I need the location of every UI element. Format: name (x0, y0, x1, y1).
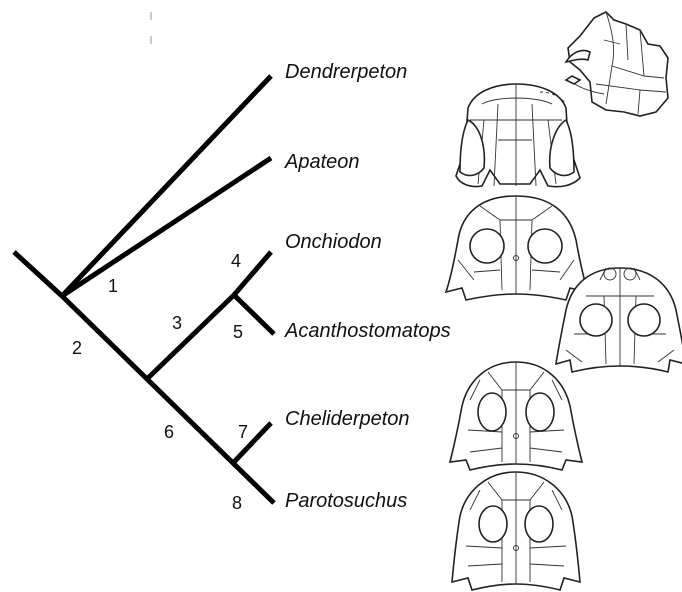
branch-clade-3 (148, 295, 234, 378)
taxon-labels: Dendrerpeton Apateon Onchiodon Acanthost… (284, 61, 451, 512)
node-label-4: 4 (231, 251, 241, 271)
cladogram-tree (14, 76, 274, 503)
apateon-skull-icon (456, 84, 580, 187)
node-label-3: 3 (172, 313, 182, 333)
taxon-label-dendrerpeton: Dendrerpeton (285, 61, 407, 83)
node-label-8: 8 (232, 493, 242, 513)
branch-apateon (62, 158, 271, 296)
branch-root-stem (14, 252, 62, 296)
node-label-1: 1 (108, 276, 118, 296)
node-label-6: 6 (164, 422, 174, 442)
taxon-label-acanthostomatops: Acanthostomatops (284, 320, 451, 342)
taxon-label-parotosuchus: Parotosuchus (285, 490, 407, 512)
taxon-label-apateon: Apateon (284, 151, 360, 173)
parotosuchus-skull-icon (452, 472, 580, 590)
taxon-label-cheliderpeton: Cheliderpeton (285, 408, 410, 430)
cheliderpeton-skull-icon (450, 362, 582, 470)
onchiodon-skull-icon (446, 196, 588, 300)
node-label-7: 7 (238, 422, 248, 442)
taxon-label-onchiodon: Onchiodon (285, 231, 382, 253)
node-labels: 1 2 3 4 5 6 7 8 (72, 251, 248, 513)
dendrerpeton-skull-icon (566, 12, 668, 116)
node-label-5: 5 (233, 322, 243, 342)
node-label-2: 2 (72, 338, 82, 358)
